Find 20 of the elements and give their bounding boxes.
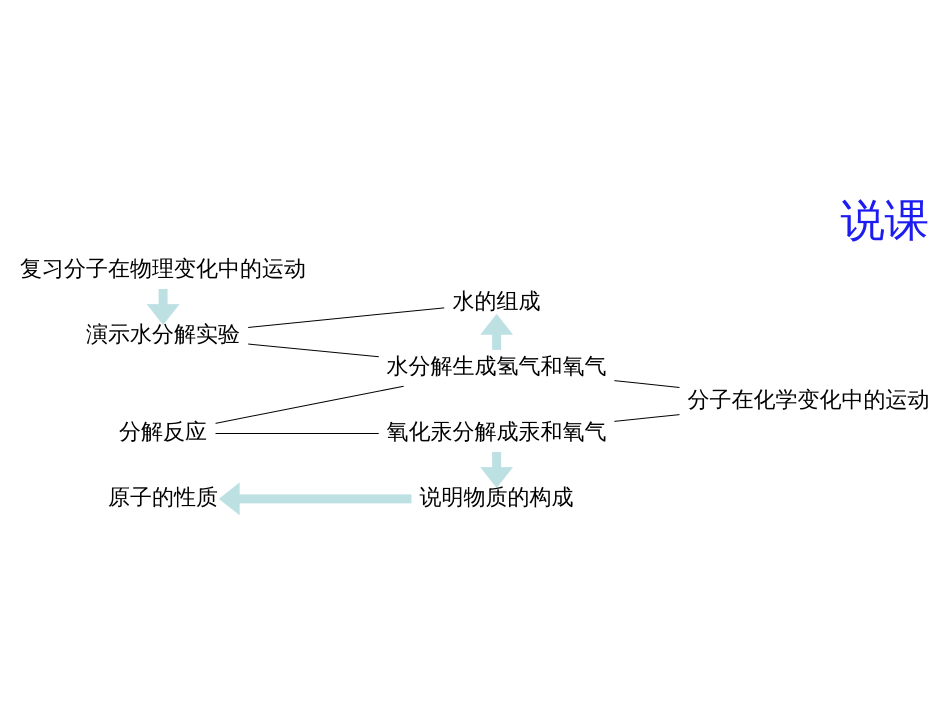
connector: [248, 307, 444, 328]
node-text: 水的组成: [452, 288, 541, 314]
diagram-title: 说课: [840, 195, 928, 246]
arrow: [480, 314, 514, 350]
connector: [215, 386, 404, 424]
arrow: [480, 452, 514, 488]
connector: [614, 380, 680, 388]
node-text: 水分解生成氢气和氧气: [386, 354, 607, 380]
node-text: 复习分子在物理变化中的运动: [20, 256, 306, 282]
node-text: 演示水分解实验: [86, 322, 240, 348]
connector: [248, 344, 379, 358]
node-text: 说明物质的构成: [420, 484, 574, 510]
node-text: 氧化汞分解成汞和氧气: [386, 419, 607, 446]
arrow: [218, 482, 412, 516]
arrow: [146, 288, 180, 326]
connector: [216, 432, 379, 434]
node-text: 分子在化学变化中的运动: [688, 386, 930, 413]
node-text: 原子的性质: [108, 484, 218, 510]
connector: [614, 414, 680, 422]
node-text: 分解反应: [119, 419, 208, 446]
